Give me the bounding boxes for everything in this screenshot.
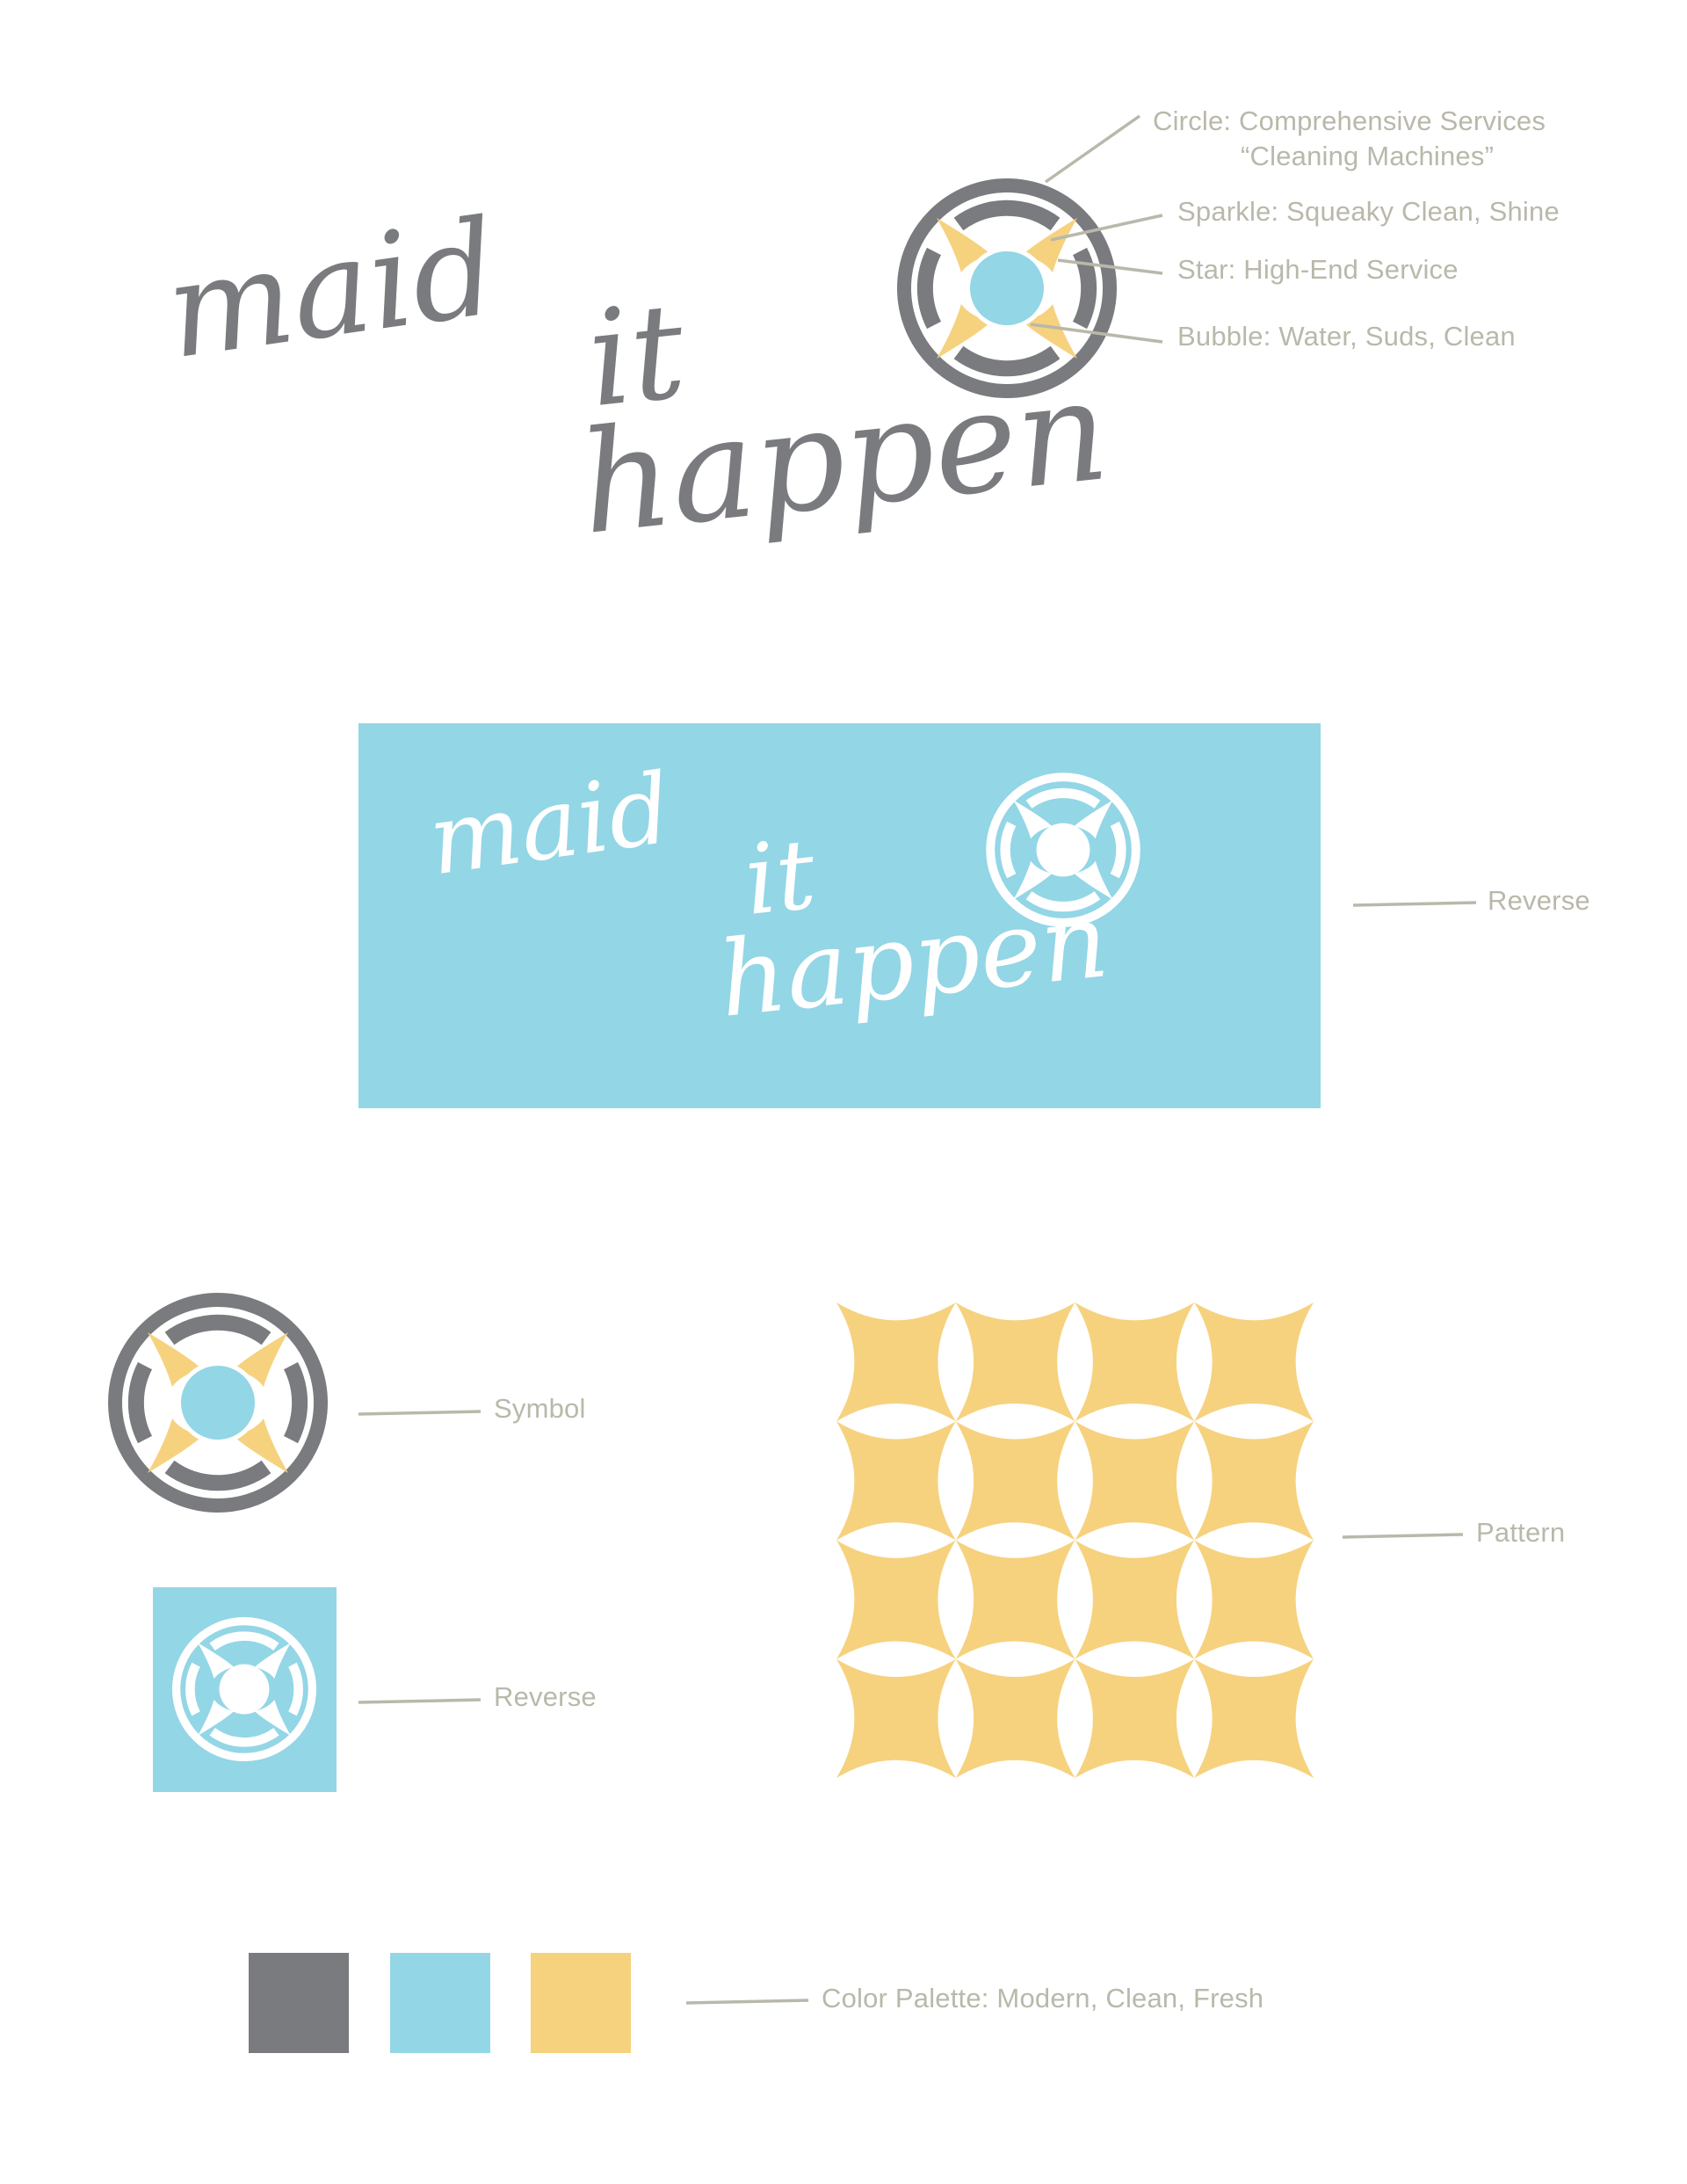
reverse-label: Reverse <box>1488 885 1590 916</box>
annotation-star: Star: High-End Service <box>1177 254 1459 285</box>
primary-emblem-icon <box>893 174 1121 403</box>
reverse-wordmark-maid: maid <box>422 751 678 897</box>
brand-pattern <box>836 1302 1314 1778</box>
swatch-blue <box>390 1953 490 2053</box>
annotation-circle-sub: “Cleaning Machines” <box>1241 141 1495 171</box>
connector-reverse <box>1352 901 1477 907</box>
symbol-label: Symbol <box>494 1393 586 1424</box>
annotation-sparkle: Sparkle: Squeaky Clean, Shine <box>1177 196 1560 227</box>
connector-symbol-reverse <box>358 1698 481 1704</box>
symbol-emblem-icon <box>104 1288 332 1517</box>
palette-label: Color Palette: Modern, Clean, Fresh <box>822 1983 1264 2013</box>
connector-symbol <box>358 1410 481 1416</box>
symbol-reverse-emblem-icon <box>169 1614 320 1765</box>
swatch-yellow <box>531 1953 631 2053</box>
wordmark-maid: maid <box>157 191 506 389</box>
connector-pattern <box>1342 1533 1464 1539</box>
connector-circle <box>1044 114 1141 184</box>
pattern-label: Pattern <box>1476 1517 1566 1548</box>
symbol-reverse-label: Reverse <box>494 1681 597 1712</box>
annotation-bubble: Bubble: Water, Suds, Clean <box>1177 321 1516 352</box>
annotation-circle: Circle: Comprehensive Services <box>1153 105 1546 136</box>
symbol-reverse-tile <box>153 1587 337 1792</box>
connector-palette <box>685 1999 809 2005</box>
star-pattern-icon <box>836 1302 1314 1778</box>
reverse-logo-banner: maid it happen <box>358 723 1321 1108</box>
reverse-emblem-icon <box>982 769 1144 931</box>
swatch-gray <box>249 1953 349 2053</box>
